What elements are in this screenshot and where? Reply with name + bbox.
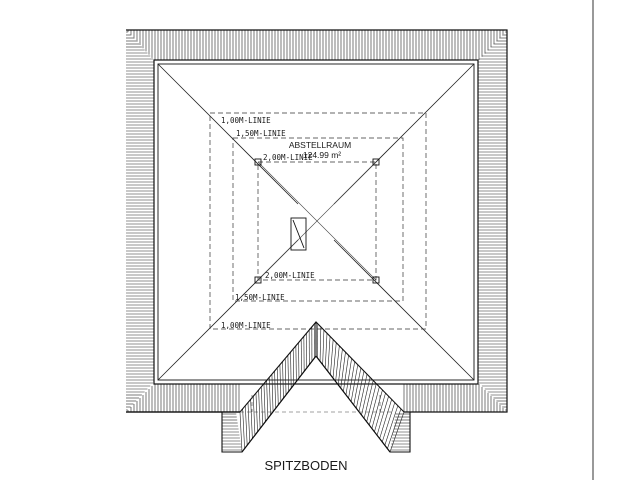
height-line-label-100-bottom: 1,00M-LINIE [221, 321, 271, 330]
room-name: ABSTELLRAUM [289, 140, 351, 150]
dormer-dashed-lines [240, 395, 392, 413]
dormer-roof-outline [221, 321, 411, 453]
height-line-200 [257, 161, 377, 281]
post-ne [372, 158, 380, 166]
hip-line-nw [157, 63, 299, 205]
height-line-label-150-top: 1,50M-LINIE [236, 129, 286, 138]
roof-inner-outline [153, 59, 479, 385]
wall-line [157, 63, 475, 381]
height-line-label-200-top: 2,00M-LINIE [263, 153, 313, 162]
height-line-150 [232, 137, 404, 302]
drawing-caption: SPITZBODEN [264, 458, 347, 473]
hip-line-se [333, 239, 475, 381]
height-line-label-200-bottom: 2,00M-LINIE [265, 271, 315, 280]
support-posts [254, 158, 380, 284]
height-line-label-100-top: 1,00M-LINIE [221, 116, 271, 125]
post-sw [254, 276, 262, 284]
attic-hatch-stair-line [292, 219, 305, 249]
dormer-outer-gable [221, 321, 411, 453]
roof-eave-hatching [126, 30, 507, 412]
diagonal-b [257, 161, 377, 281]
inner-diagonals [257, 161, 377, 281]
attic-hatch-opening [290, 217, 307, 251]
dormer-roof-hatching [222, 323, 410, 453]
post-nw [254, 158, 262, 166]
room-area: 124.99 m² [303, 150, 341, 160]
attic-hatch-frame [290, 217, 307, 251]
height-line-label-150-bottom: 1,50M-LINIE [235, 293, 285, 302]
post-se [372, 276, 380, 284]
